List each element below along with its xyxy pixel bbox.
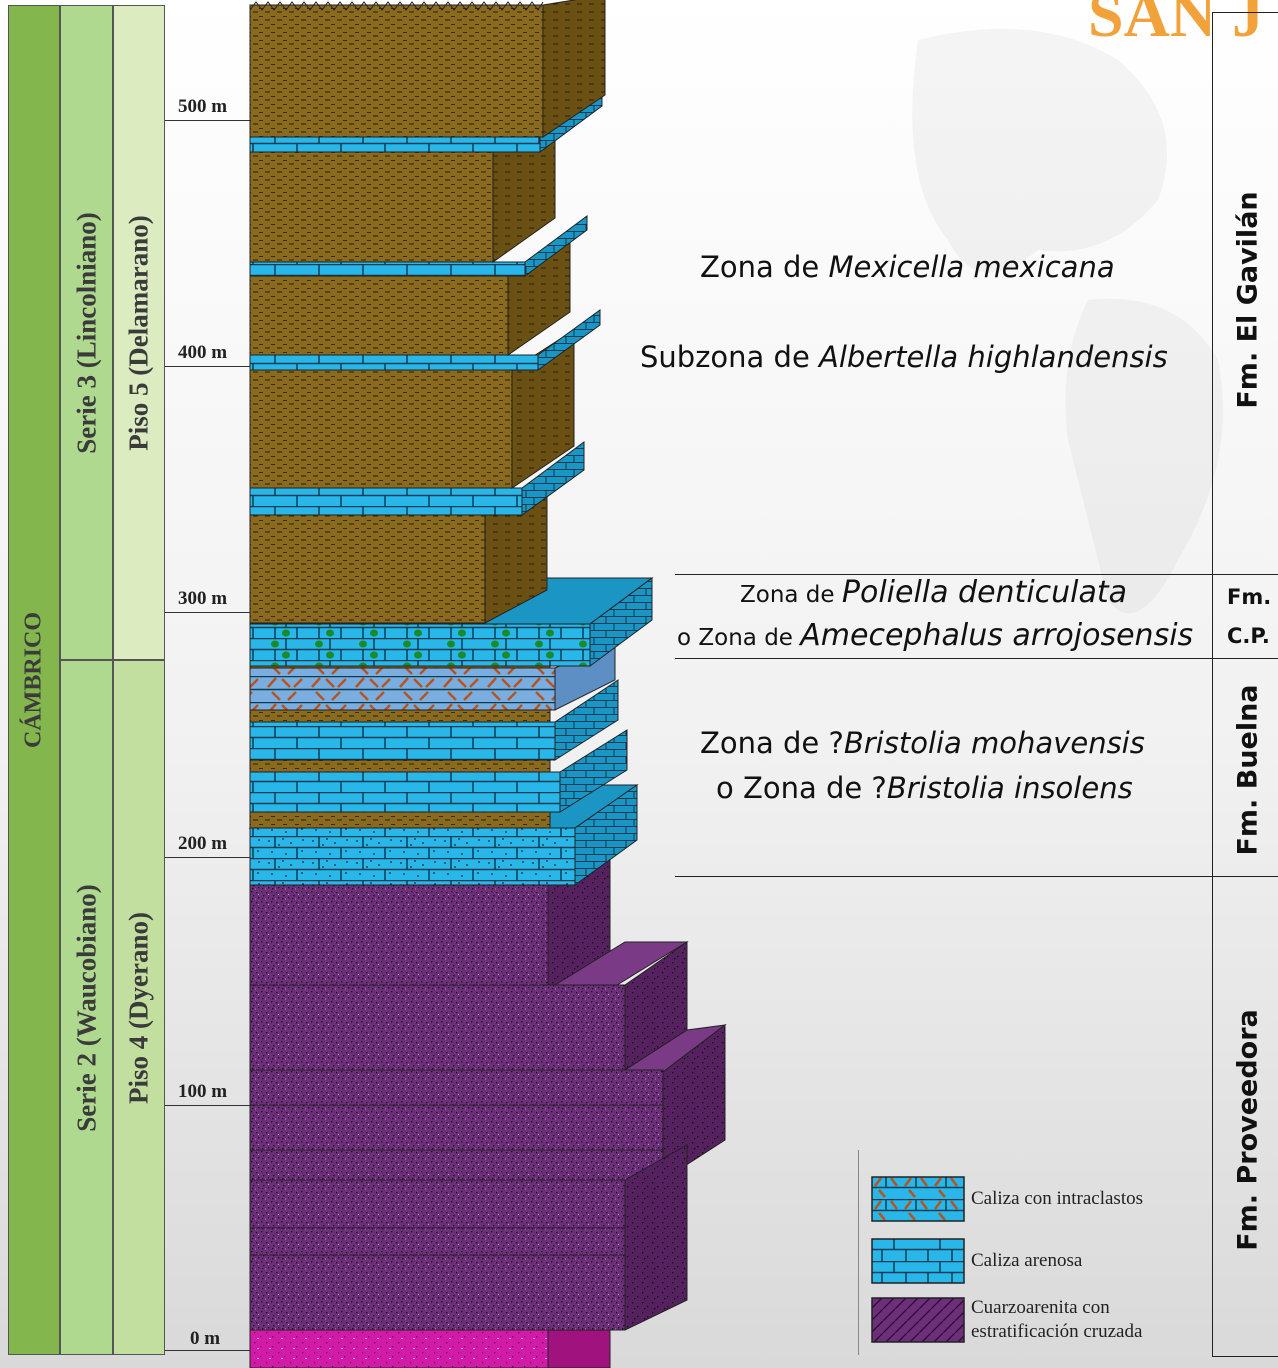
scale-line-200: [165, 857, 250, 858]
system-column: CÁMBRICO: [8, 5, 60, 1355]
scale-line-500: [165, 120, 250, 121]
zone-bristolia-insolens-prefix: o Zona de ?: [716, 771, 887, 805]
scale-line-400: [165, 366, 250, 367]
zone-amecephalus: o Zona de Amecephalus arrojosensis: [677, 618, 1193, 653]
boundary-buelna-proveedora: [675, 876, 1278, 877]
zone-mexicella-prefix: Zona de: [700, 250, 829, 284]
formation-column-top: [1212, 12, 1278, 13]
legend-label-quartzarenite: Cuarzoarenita con estratificación cruzad…: [971, 1296, 1142, 1344]
zone-mexicella-taxon: Mexicella mexicana: [828, 250, 1115, 284]
corner-title: SAN J: [1088, 0, 1265, 50]
scale-label-0: 0 m: [190, 1328, 221, 1349]
formation-cp-line1: Fm.: [1227, 585, 1272, 609]
zone-bristolia-insolens-taxon: Bristolia insolens: [886, 771, 1133, 805]
zone-poliella: Zona de Poliella denticulata: [740, 575, 1127, 610]
zone-bristolia-mohavensis-taxon: Bristolia mohavensis: [843, 726, 1145, 760]
scale-label-300: 300 m: [178, 588, 228, 609]
boundary-gavilan-cp: [675, 574, 1278, 575]
scale-line-300: [165, 612, 250, 613]
zone-bristolia-insolens: o Zona de ?Bristolia insolens: [716, 771, 1133, 805]
legend-item-quartzarenite: Cuarzoarenita con estratificación cruzad…: [871, 1296, 1142, 1344]
legend-swatch-quartzarenite: [871, 1297, 965, 1343]
subzone-albertella: Subzona de Albertella highlandensis: [640, 340, 1168, 374]
legend-item-intraclast: Caliza con intraclastos: [871, 1176, 1143, 1222]
zone-poliella-prefix: Zona de: [740, 582, 842, 608]
subzone-albertella-taxon: Albertella highlandensis: [819, 340, 1168, 374]
scale-line-0: [165, 1350, 250, 1351]
scale-label-400: 400 m: [178, 342, 228, 363]
scale-label-500: 500 m: [178, 96, 228, 117]
series-upper-column: Serie 3 (Lincolniano): [60, 5, 113, 660]
zone-amecephalus-prefix: o Zona de: [677, 625, 801, 651]
formation-proveedora: Fm. Proveedora: [1232, 1009, 1264, 1251]
zone-amecephalus-taxon: Amecephalus arrojosensis: [800, 618, 1194, 653]
stage-lower-column: Piso 4 (Dyerano): [113, 660, 165, 1355]
zone-bristolia-mohavensis-prefix: Zona de ?: [700, 726, 844, 760]
scale-line-100: [165, 1105, 250, 1106]
legend-swatch-intraclast: [871, 1176, 965, 1222]
legend: Caliza con intraclastos Caliza arenosa C…: [858, 1150, 1189, 1355]
scale-label-200: 200 m: [178, 833, 228, 854]
map-watermark: [912, 28, 1223, 614]
subzone-albertella-prefix: Subzona de: [640, 340, 819, 374]
boundary-cp-buelna: [675, 658, 1278, 659]
series-lower-column: Serie 2 (Waucobiano): [60, 660, 113, 1355]
legend-label-intraclast: Caliza con intraclastos: [971, 1188, 1143, 1209]
formation-cp-line2: C.P.: [1227, 624, 1270, 648]
scale-label-100: 100 m: [178, 1081, 228, 1102]
legend-item-sandy-limestone: Caliza arenosa: [871, 1238, 1082, 1284]
legend-swatch-sandy-limestone: [871, 1238, 965, 1284]
legend-label-quartzarenite-line1: Cuarzoarenita con: [971, 1297, 1110, 1318]
zone-mexicella: Zona de Mexicella mexicana: [700, 250, 1115, 284]
legend-label-quartzarenite-line2: estratificación cruzada: [971, 1321, 1143, 1342]
zone-poliella-taxon: Poliella denticulata: [841, 575, 1128, 610]
zone-bristolia-mohavensis: Zona de ?Bristolia mohavensis: [700, 726, 1145, 760]
legend-label-sandy-limestone: Caliza arenosa: [971, 1250, 1083, 1271]
formation-column-bottom: [1212, 1356, 1278, 1357]
formation-column-border: [1212, 12, 1213, 1357]
formation-gavilan: Fm. El Gavilán: [1232, 191, 1264, 409]
formation-buelna: Fm. Buelna: [1232, 684, 1264, 856]
stage-upper-column: Piso 5 (Delamarano): [113, 5, 165, 660]
